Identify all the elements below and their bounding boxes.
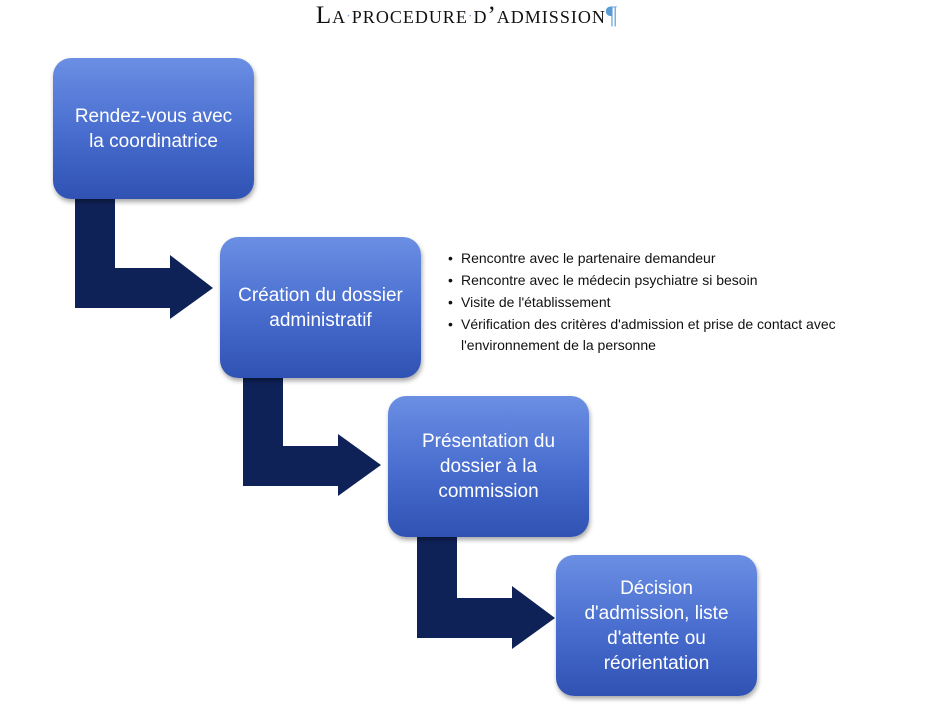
- detail-item-visit: Visite de l'établissement: [448, 292, 918, 313]
- detail-item-psychiatrist: Rencontre avec le médecin psychiatre si …: [448, 270, 918, 291]
- step-1-label: Rendez-vous avec la coordinatrice: [74, 105, 233, 152]
- title-word-procedure: procedure: [351, 2, 468, 29]
- detail-item-partner: Rencontre avec le partenaire demandeur: [448, 248, 918, 269]
- title-word-la: La: [315, 2, 347, 29]
- step-2-details-list: Rencontre avec le partenaire demandeur R…: [448, 248, 918, 357]
- bent-arrow-2: [243, 376, 381, 496]
- detail-item-criteria: Vérification des critères d'admission et…: [448, 314, 918, 356]
- step-1-box: Rendez-vous avec la coordinatrice: [53, 58, 254, 199]
- title-separator-2: ·: [467, 9, 474, 25]
- page-title: La·procedure·d’admission¶: [0, 2, 934, 30]
- step-3-label: Présentation du dossier à la commission: [421, 431, 556, 502]
- step-2-label: Création du dossier administratif: [238, 284, 403, 331]
- bent-arrow-1: [75, 197, 213, 319]
- step-4-label: Décision d'admission, liste d'attente ou…: [584, 577, 729, 674]
- step-3-box: Présentation du dossier à la commission: [388, 396, 589, 537]
- title-word-admission: d’admission: [473, 2, 606, 29]
- pilcrow-icon: ¶: [605, 2, 619, 29]
- title-separator-1: ·: [346, 9, 352, 25]
- step-4-box: Décision d'admission, liste d'attente ou…: [556, 555, 757, 696]
- bent-arrow-3: [417, 534, 555, 649]
- step-2-box: Création du dossier administratif: [220, 237, 421, 378]
